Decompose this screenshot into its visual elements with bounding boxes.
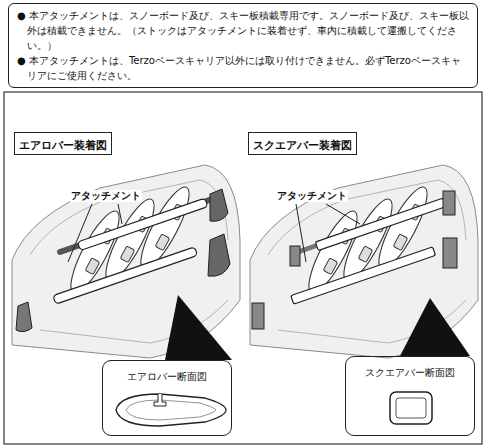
node-text: ● 本アタッチメントは、Terzoベースキャリア以外には取り付けできません。必ず… — [17, 53, 469, 83]
note-box: ● 本アタッチメントは、スノーボード及び、スキー板積載専用です。スノーボード及び… — [8, 3, 478, 88]
section-callout: エアロバー断面図 — [102, 360, 232, 436]
panel-frame — [4, 92, 482, 444]
node-text: エアロバー断面図 — [127, 371, 207, 382]
node-text: エアロバー装着図 — [19, 139, 107, 152]
figure-heading: スクエアバー装着図 — [248, 132, 357, 155]
node-text: スクエアバー断面図 — [365, 367, 455, 378]
part-label: アタッチメント — [276, 190, 348, 202]
leader-line — [68, 204, 360, 262]
node-text: スクエアバー装着図 — [253, 139, 352, 152]
figure-heading: エアロバー装着図 — [14, 132, 112, 155]
section-callout: スクエアバー断面図 — [345, 356, 475, 436]
square-bar-section — [390, 392, 432, 424]
aero-bar-section — [116, 394, 226, 426]
node-text: ● 本アタッチメントは、スノーボード及び、スキー板積載専用です。スノーボード及び… — [17, 8, 469, 53]
aero-bar-figure — [12, 165, 240, 360]
part-label: アタッチメント — [70, 190, 142, 202]
square-bar-figure — [250, 165, 478, 358]
